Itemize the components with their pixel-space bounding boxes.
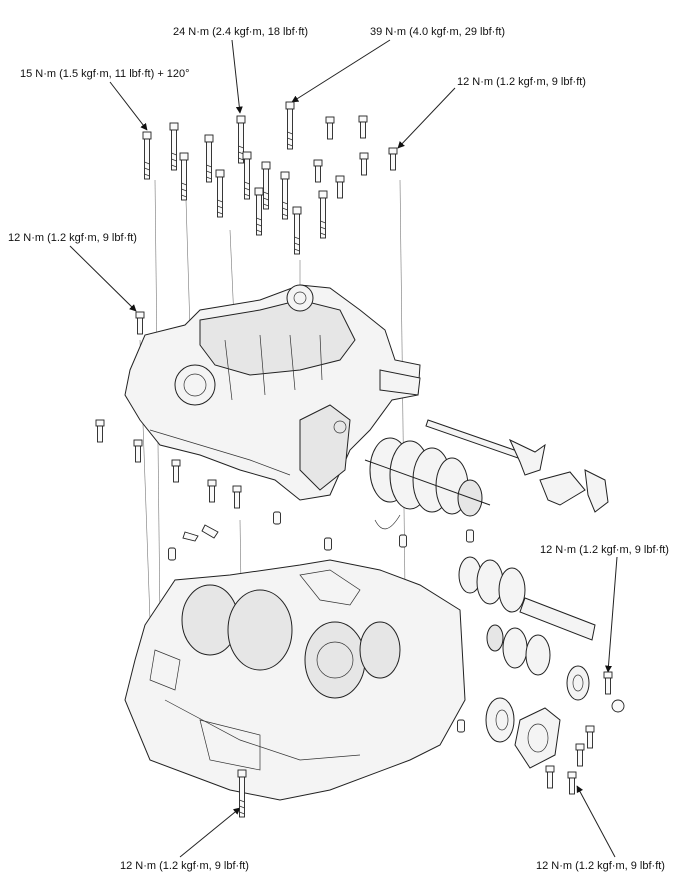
torque-label-right-12nm: 12 N·m (1.2 kgf·m, 9 lbf·ft) bbox=[540, 544, 669, 556]
torque-label-bottom-left-12nm: 12 N·m (1.2 kgf·m, 9 lbf·ft) bbox=[120, 860, 249, 872]
torque-label-crankcase-bolts: 15 N·m (1.5 kgf·m, 11 lbf·ft) + 120° bbox=[20, 68, 190, 80]
torque-label-left-12nm: 12 N·m (1.2 kgf·m, 9 lbf·ft) bbox=[8, 232, 137, 244]
lower-crankcase-bolt bbox=[237, 769, 247, 818]
torque-label-upper-right-12nm: 12 N·m (1.2 kgf·m, 9 lbf·ft) bbox=[457, 76, 586, 88]
lower-crankcase bbox=[124, 559, 466, 801]
mainshaft-gear-cluster bbox=[458, 556, 596, 701]
leader-arrows bbox=[69, 39, 618, 858]
torque-label-24nm: 24 N·m (2.4 kgf·m, 18 lbf·ft) bbox=[173, 26, 309, 38]
upper-crankcase bbox=[124, 284, 421, 501]
torque-label-bottom-right-12nm: 12 N·m (1.2 kgf·m, 9 lbf·ft) bbox=[536, 860, 665, 872]
bearing-and-cover bbox=[485, 671, 625, 795]
countershaft-gear-cluster bbox=[364, 437, 491, 530]
mid-fasteners bbox=[95, 419, 474, 733]
shift-fork-shaft bbox=[425, 419, 609, 513]
torque-label-39nm: 39 N·m (4.0 kgf·m, 29 lbf·ft) bbox=[370, 26, 506, 38]
